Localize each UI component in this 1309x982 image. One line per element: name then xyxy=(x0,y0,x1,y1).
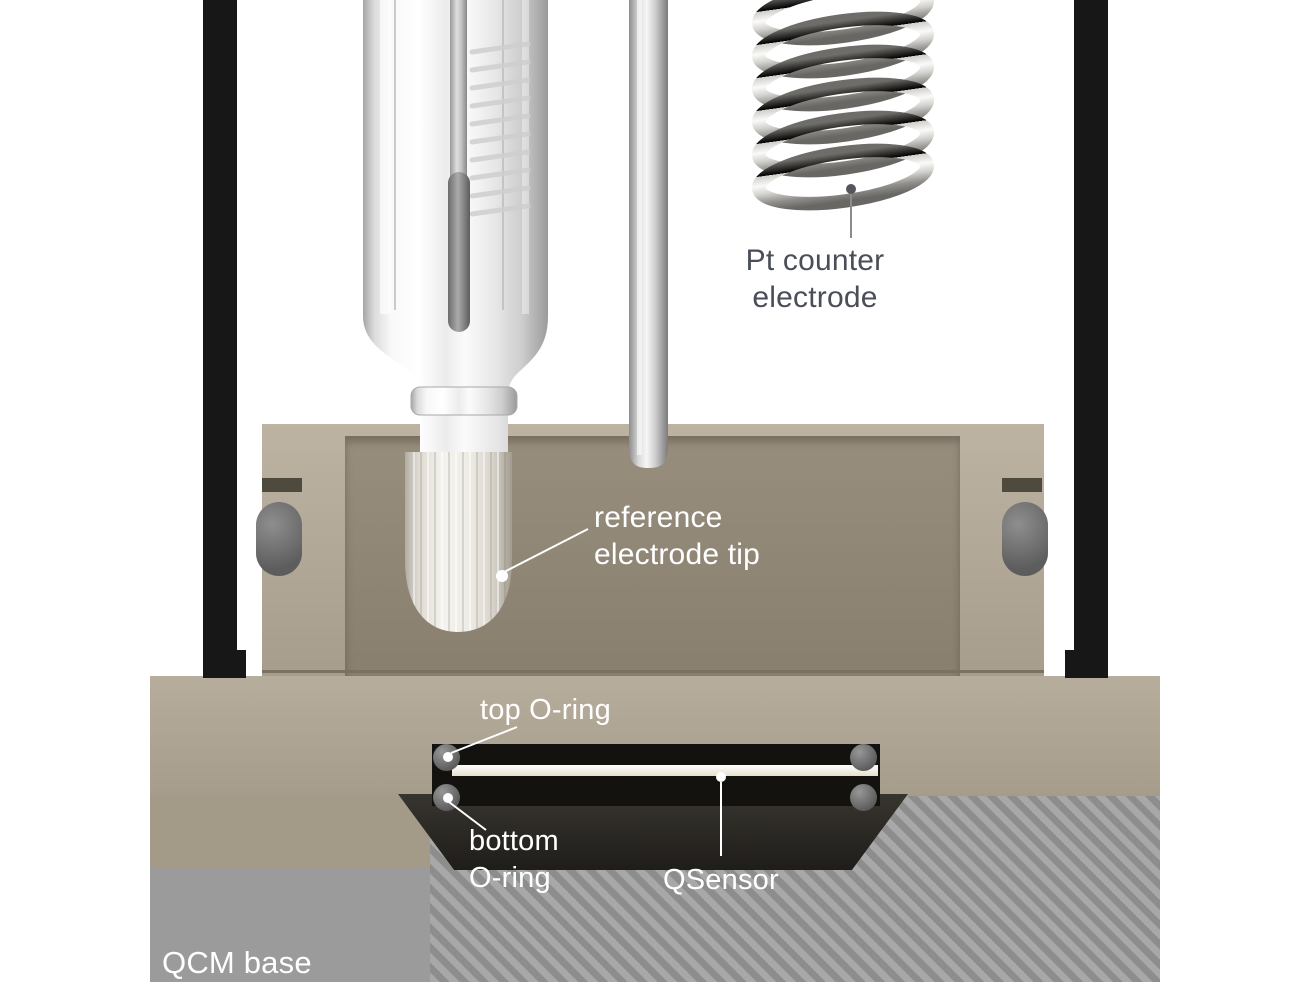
support-rod xyxy=(629,0,668,468)
frame-wall-right-foot xyxy=(1065,650,1074,678)
side-o-ring-left xyxy=(256,502,302,576)
pt-counter-electrode-spring xyxy=(752,0,934,211)
frame-wall-left-foot xyxy=(237,650,246,678)
spring-coil xyxy=(752,11,934,79)
label-bottom-o-ring: bottom O-ring xyxy=(469,825,559,894)
label-qsensor: QSensor xyxy=(663,864,779,896)
electrode-coil-texture xyxy=(469,41,531,217)
spring-coil xyxy=(752,0,934,46)
bottom-o-ring-right xyxy=(850,784,877,811)
spring-coil xyxy=(752,44,934,112)
side-o-ring-right xyxy=(1002,502,1048,576)
glass-joint-collar xyxy=(410,386,518,416)
support-rod-highlight xyxy=(637,0,642,455)
frosted-tip xyxy=(405,452,512,632)
frame-wall-right xyxy=(1074,0,1108,678)
label-reference-electrode-tip: reference electrode tip xyxy=(594,501,761,571)
glass-highlight-left xyxy=(380,0,391,314)
inner-wire xyxy=(450,0,467,180)
spring-coil xyxy=(752,110,934,178)
o-ring-groove-left xyxy=(262,478,302,492)
flange-left-skirt xyxy=(150,796,430,870)
spring-coil xyxy=(752,77,934,145)
label-top-o-ring: top O-ring xyxy=(480,694,611,726)
glass-highlight-right xyxy=(522,0,529,314)
qcm-base-plain xyxy=(150,868,430,982)
body-flange-seam xyxy=(262,670,1044,673)
qsensor-crystal xyxy=(452,765,878,776)
reference-electrode xyxy=(363,0,668,632)
spring-coil xyxy=(752,143,934,211)
bottom-o-ring-left xyxy=(433,784,460,811)
label-qcm-base: QCM base xyxy=(162,945,312,980)
top-o-ring-right xyxy=(850,744,877,771)
frame-wall-left xyxy=(203,0,237,678)
o-ring-groove-right xyxy=(1002,478,1042,492)
inner-electrode-rod xyxy=(448,172,470,332)
label-pt-counter-electrode: Pt counter electrode xyxy=(745,244,885,314)
top-o-ring-left xyxy=(433,744,460,771)
tip-striations xyxy=(413,452,506,632)
